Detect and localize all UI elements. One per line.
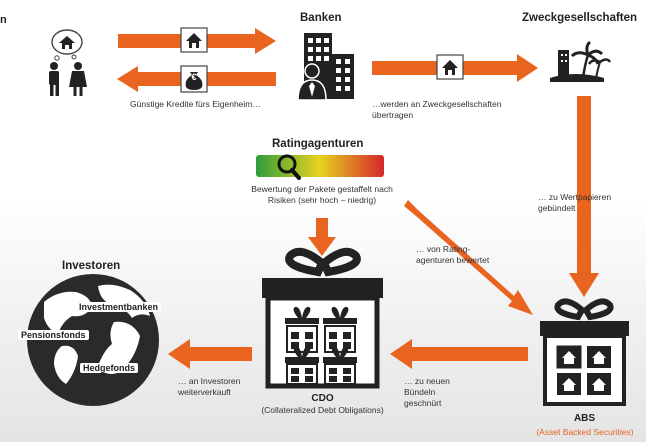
arrow-cdo-to-investors [168,339,252,369]
spv-header: Zweckgesellschaften [522,12,638,24]
borrowers-icon [49,29,87,96]
risk-gauge [256,155,384,177]
arrow-spv-to-abs [569,96,599,297]
house-icon [59,36,75,49]
globe-label-investment-banks: Investmentbanken [76,302,162,312]
investors-header: Investoren [62,260,121,272]
arrow-rating-to-abs [404,200,533,315]
globe-label-hedge-funds: Hedgefonds [80,363,139,373]
cdo-subtitle: (Collateralized Debt Obligations) [261,405,384,415]
caption-rating-desc: Bewertung der Pakete gestaffelt nach Ris… [251,184,393,205]
bank-building-icon [297,33,354,101]
magnifier-icon [277,154,301,180]
euro-symbol: € [191,72,197,82]
caption-sold: … an Investoren weiterverkauft [178,376,241,397]
caption-rebundled: … zu neuen Bündeln geschnürt [404,376,450,408]
caption-loans: Günstige Kredite fürs Eigenheim… [130,99,261,109]
arrow-rating-to-cdo [308,218,336,256]
arrow-abs-to-cdo [390,339,528,369]
island-icon [550,40,612,82]
abs-subtitle: (Asset Backed Securities) [536,427,634,437]
caption-transfer: …werden an Zweckgesellschaften übertrage… [372,99,502,120]
corner-letter: n [0,14,7,26]
globe-label-pension-funds: Pensionsfonds [18,330,89,340]
house-card-icon-2 [436,54,464,80]
banks-header: Banken [300,12,342,24]
abs-gift-icon [540,298,629,406]
cdo-gift-icon [262,247,383,389]
caption-rated: … von Rating-agenturen bewertet [416,244,490,265]
abs-title: ABS [573,413,596,424]
rating-header: Ratingagenturen [272,138,364,150]
money-bag-icon [180,65,208,93]
caption-bundled: … zu Wertpapieren gebündelt [538,192,612,213]
globe-icon [27,274,159,406]
house-card-icon [180,27,208,53]
cdo-title: CDO [311,393,334,404]
